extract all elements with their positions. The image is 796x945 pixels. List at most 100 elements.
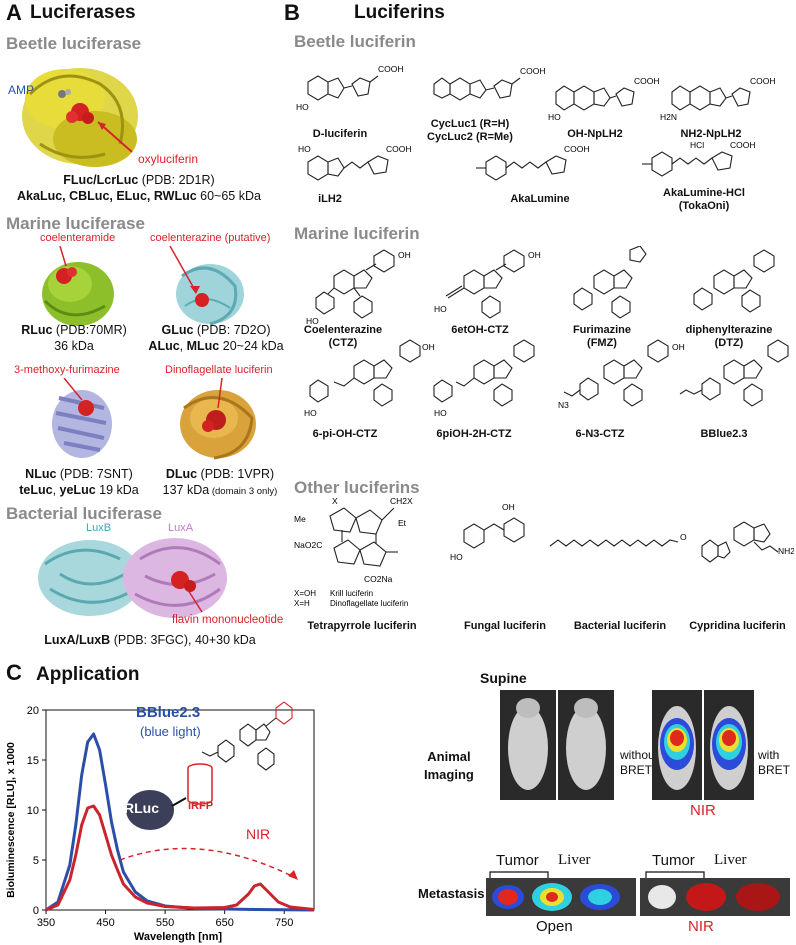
d-luciferin-ho: HO [296,102,309,112]
panel-a-title: Luciferases [30,2,136,23]
panel-a-letter: A [6,0,22,25]
gluc-pdb: (PDB: 7D2O) [193,323,271,337]
ilh2-ho: HO [298,144,311,154]
x-tick-label: 750 [275,917,293,929]
panel-b-title: Luciferins [354,2,445,23]
tetra-me: Me [294,514,306,524]
dtz-name: diphenylterazine [685,324,773,336]
fluc-name: FLuc/LcrLuc [63,173,139,187]
coelenteramide-label: coelenteramide [40,232,116,244]
oh-nplh2-label: OH-NpLH2 [567,128,623,140]
fluc-pdb: (PDB: 2D1R) [138,173,215,187]
fungal-oh: OH [502,502,515,512]
tetra-ch2x: CH2X [390,498,413,506]
akalumine-cooh: COOH [564,144,590,154]
dluc-kda: 137 kDa [162,483,210,497]
6pi-oh-ctz-label: 6-pi-OH-CTZ [312,428,378,440]
methoxy-furimazine-label: 3-methoxy-furimazine [14,364,120,376]
rluc-pdb: (PDB:70MR) [52,323,127,337]
aluc-sep: , [179,339,187,353]
fmz-name: Furimazine [572,324,632,336]
tumor-brackets [489,871,705,879]
irfp-cylinder [187,763,213,805]
oh-nplh2-cooh: COOH [634,76,660,86]
chart-ylabel: Bioluminescence [RLU], x 1000 [5,742,17,898]
cypridina-nh2: NH2 [778,546,794,556]
dluc-pdb: (PDB: 1VPR) [197,467,275,481]
bblue-sublabel: (blue light) [140,724,201,739]
akaluc-kda: 60~65 kDa [196,189,261,203]
beetle-luciferase-heading: Beetle luciferase [6,34,142,53]
rluc-structure [42,246,114,326]
marine-luciferin-structures: HO OH HO OH HO OH HO N3 OH [304,246,789,416]
akalumine-hcl-hcl: HCl [690,140,704,150]
teluc-sep: , [52,483,60,497]
tetra-xh: X=H [294,599,310,608]
dluc-structure [180,378,256,460]
nluc-structure [52,378,112,458]
mouse-with-bret-image [652,690,754,800]
without-bret-word: BRET [620,763,653,777]
beetle-luciferin-structures: COOH HO COOH COOH HO COOH H2N COOH HO CO… [296,64,776,181]
oh-nplh2-ho: HO [548,112,561,122]
ctz-oh: OH [398,250,411,260]
beetle-luciferase-structure [22,68,138,167]
lux-structure [38,538,227,618]
marine-luciferase-heading: Marine luciferase [6,214,145,233]
bacterial-o: O [680,532,687,542]
animal-imaging-label: Animal Imaging [424,748,474,784]
with-bret-label: with BRET [758,748,790,778]
lux-name: LuxA/LuxB [44,633,111,647]
tetra-krill: Krill luciferin [330,589,373,598]
luxa-label: LuxA [168,522,194,534]
with-word: with [758,748,780,762]
without-bret-label: without BRET [620,748,658,778]
cycluc2-label: CycLuc2 (R=Me) [427,131,513,143]
rluc-kda: 36 kDa [54,339,94,353]
nir-metastasis-label: NIR [688,918,714,935]
fmz-abbrev: (FMZ) [587,337,617,349]
tetra-x: X [332,498,338,506]
y-tick-label: 10 [27,805,39,817]
mouse-without-bret-image [500,690,614,800]
aluc-name: ALuc [148,339,180,353]
teluc-kda: 19 kDa [95,483,139,497]
akalumine-hcl-cooh: COOH [730,140,756,150]
dtz-label: diphenylterazine (DTZ) [674,324,784,350]
beetle-luciferase-caption: FLuc/LcrLuc (PDB: 2D1R) AkaLuc, CBLuc, E… [14,172,264,204]
with-bret-word: BRET [758,763,791,777]
6pi-ho: HO [304,408,317,416]
tetra-xoh: X=OH [294,589,316,598]
cycluc-label: CycLuc1 (R=H) CycLuc2 (R=Me) [410,118,530,144]
y-tick-label: 0 [33,905,39,917]
bblue-legend: BBlue2.3 [136,704,201,721]
akaluc-names: AkaLuc, CBLuc, ELuc, RWLuc [17,189,197,203]
6etoh-oh: OH [528,250,541,260]
teluc-name: teLuc [19,483,53,497]
gluc-structure [169,246,244,326]
lux-caption: LuxA/LuxB (PDB: 3FGC), 40+30 kDa [20,632,280,648]
marine-luciferin-heading: Marine luciferin [294,224,420,243]
rluc-irfp-fusion [126,790,187,830]
x-tick-label: 550 [156,917,174,929]
tetra-naco: NaO2C [294,540,322,550]
rluc-fusion-label: RLuc [124,800,159,816]
nh2-nplh2-cooh: COOH [750,76,776,86]
6etoh-ctz-label: 6etOH-CTZ [451,324,509,336]
oxyluciferin-label: oxyluciferin [138,152,199,166]
ilh2-label: iLH2 [318,193,342,205]
metastasis-organ-images [486,878,790,916]
rluc-caption: RLuc (PDB:70MR) 36 kDa [4,322,144,354]
dluc-note: (domain 3 only) [209,486,278,497]
6n3-n3: N3 [558,400,569,410]
other-luciferin-structures: X CH2X Et Me NaO2C CO2Na X=OH Krill luci… [294,498,794,608]
supine-label: Supine [480,670,527,686]
cycluc-cooh: COOH [520,66,546,76]
amp-label: AMP [8,83,35,97]
ctz-ho: HO [306,316,319,326]
nh2-nplh2-label: NH2-NpLH2 [680,128,742,140]
imaging-word: Imaging [424,767,474,782]
tumor-label-1: Tumor [496,852,539,869]
nluc-name: NLuc [25,467,57,481]
